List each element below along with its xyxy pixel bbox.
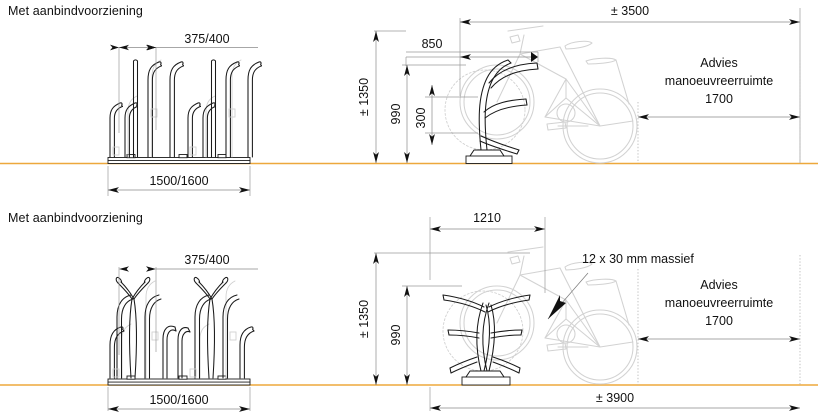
panel-title-top: Met aanbindvoorziening xyxy=(8,4,143,18)
dim-spacing-top: 375/400 xyxy=(110,32,258,133)
rack-profile-top xyxy=(465,59,539,164)
rack-profile-bottom xyxy=(442,294,531,386)
dim-total-length-top: ± 3500 xyxy=(459,4,801,163)
panel-bottom-graphics: 375/400 1500/1600 xyxy=(0,211,818,412)
dim-rack-depth-1210: 1210 xyxy=(429,211,546,293)
dim-label-375-400-top: 375/400 xyxy=(184,32,229,46)
note-advies-line3-top: 1700 xyxy=(705,92,733,106)
maneuvering-space-bottom: Advies manoeuvreerruimte 1700 xyxy=(637,255,801,385)
dim-overall-width-top: 1500/1600 xyxy=(107,166,251,196)
dim-rack-depth-850: 850 xyxy=(405,37,539,66)
drawing-panel-bottom: Met aanbindvoorziening xyxy=(0,207,818,413)
drawing-panel-top: Met aanbindvoorziening xyxy=(0,0,818,206)
dim-rack-height-990-bottom: 990 xyxy=(389,285,462,385)
dim-label-990-top: 990 xyxy=(389,104,403,125)
dim-label-1350-top: ± 1350 xyxy=(357,78,371,116)
note-advies-line1-bottom: Advies xyxy=(700,278,738,292)
dim-label-1500-1600-top: 1500/1600 xyxy=(149,174,208,188)
maneuvering-space-top: Advies manoeuvreerruimte 1700 xyxy=(637,56,801,163)
dim-spacing-bottom: 375/400 xyxy=(118,253,258,355)
dim-bike-height-1350-top: ± 1350 xyxy=(357,30,406,163)
dim-overall-width-bottom: 1500/1600 xyxy=(107,387,251,412)
dim-label-3500: ± 3500 xyxy=(611,4,649,18)
dim-lower-arm-300: 300 xyxy=(414,85,478,145)
bicycle-outline-bottom xyxy=(459,246,638,385)
dim-label-990-bottom: 990 xyxy=(389,325,403,346)
note-material-callout: 12 x 30 mm massief xyxy=(582,252,694,266)
side-view-rack-bike-top: ± 3500 850 xyxy=(357,4,801,164)
note-advies-line2-top: manoeuvreerruimte xyxy=(665,74,773,88)
note-advies-line2-bottom: manoeuvreerruimte xyxy=(665,296,773,310)
material-callout-group: 12 x 30 mm massief xyxy=(547,252,694,320)
dim-total-length-3900: ± 3900 xyxy=(429,387,800,411)
note-advies-line1-top: Advies xyxy=(700,56,738,70)
front-view-rack-bottom: 375/400 1500/1600 xyxy=(107,253,258,412)
note-advies-line3-bottom: 1700 xyxy=(705,314,733,328)
dim-label-300: 300 xyxy=(414,108,428,129)
dim-label-1210: 1210 xyxy=(473,211,501,225)
dim-label-3900: ± 3900 xyxy=(596,391,634,405)
dim-bike-height-1350-bottom: ± 1350 xyxy=(357,252,530,385)
bicycle-outline-top xyxy=(459,25,638,164)
dim-label-1500-1600-bottom: 1500/1600 xyxy=(149,393,208,407)
panel-title-bottom: Met aanbindvoorziening xyxy=(8,211,143,225)
panel-top-graphics: 375/400 1500/1600 xyxy=(0,4,818,196)
dim-label-375-400-bottom: 375/400 xyxy=(184,253,229,267)
front-view-rack-top: 375/400 1500/1600 xyxy=(107,32,263,196)
dim-rack-height-990-top: 990 xyxy=(389,64,466,163)
dim-label-1350-bottom: ± 1350 xyxy=(357,300,371,338)
dim-label-850: 850 xyxy=(422,37,443,51)
side-view-rack-bike-bottom: 1210 ± 1350 990 xyxy=(357,211,801,411)
